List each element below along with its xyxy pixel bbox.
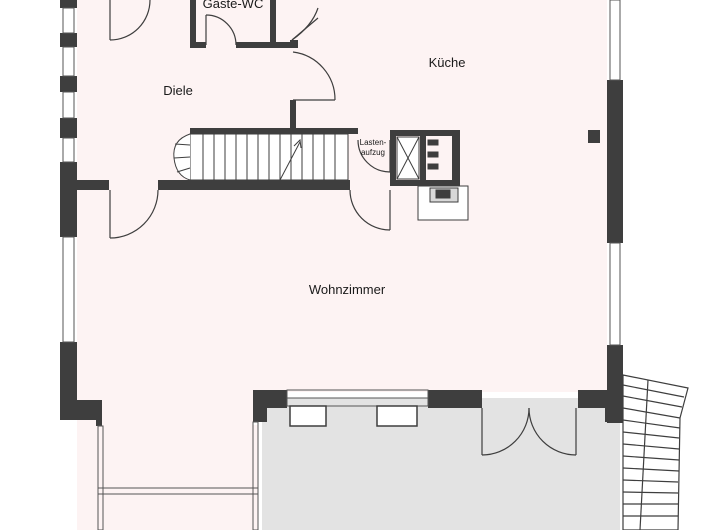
lift-rung bbox=[427, 139, 439, 146]
stair-winder-step bbox=[176, 167, 191, 173]
room-label-hall: Diele bbox=[163, 83, 193, 98]
door-wc-right-arc bbox=[291, 7, 319, 41]
wc-wall-left bbox=[190, 0, 196, 48]
stair-direction-arrow bbox=[293, 138, 302, 149]
kitchen-column bbox=[588, 130, 600, 143]
outside-step bbox=[622, 467, 680, 472]
terrace-wall-left-vert bbox=[253, 390, 267, 422]
lower-left-strip bbox=[98, 425, 258, 530]
outside-step bbox=[622, 407, 681, 419]
radiator-1 bbox=[289, 405, 327, 427]
left-wall-3 bbox=[60, 76, 77, 92]
window-left-4 bbox=[62, 137, 75, 163]
right-wall-1 bbox=[607, 80, 623, 243]
door-stair-right-arc bbox=[349, 189, 391, 231]
outside-step bbox=[622, 479, 679, 483]
window-left-1 bbox=[62, 7, 75, 34]
staircase bbox=[173, 133, 349, 181]
lift-wall-left bbox=[390, 130, 396, 186]
lift-shaft bbox=[396, 136, 439, 180]
door-terrace-left-arc bbox=[481, 407, 530, 456]
lift-label-line-1: Lasten- bbox=[360, 138, 387, 147]
window-lower-horizontal bbox=[97, 487, 259, 495]
outside-step bbox=[622, 419, 681, 429]
room-label-kitchen: Küche bbox=[429, 55, 466, 70]
wc-wall-bottom bbox=[190, 42, 206, 48]
room-label-guest-wc: Gäste-WC bbox=[203, 0, 264, 11]
window-left-3 bbox=[62, 91, 75, 119]
window-left-5 bbox=[62, 236, 75, 343]
window-lower-left-vert bbox=[97, 425, 104, 530]
outside-step bbox=[622, 443, 680, 450]
wc-wall-lower-right bbox=[290, 40, 298, 48]
left-wall-5 bbox=[60, 162, 77, 237]
stair-top-wall bbox=[190, 128, 358, 134]
stair-winder-step bbox=[173, 156, 191, 159]
lift-label-line-2: aufzug bbox=[361, 148, 385, 157]
door-wc-arc bbox=[205, 14, 237, 46]
door-lift-arc bbox=[357, 139, 391, 173]
divider-wall-left bbox=[77, 180, 109, 190]
lift-cross bbox=[396, 136, 420, 180]
fireplace bbox=[417, 185, 469, 221]
window-right-1 bbox=[609, 0, 621, 81]
walls bbox=[60, 0, 623, 426]
door-living-left-arc bbox=[109, 189, 159, 239]
outside-step bbox=[622, 455, 680, 461]
lift-rung bbox=[427, 151, 439, 158]
divider-wall-stairs bbox=[158, 180, 350, 190]
room-label-living: Wohnzimmer bbox=[309, 282, 386, 297]
left-wall-2 bbox=[60, 33, 77, 47]
lift-rung bbox=[427, 163, 439, 170]
floor-fills bbox=[77, 0, 620, 530]
lift-wall-divider bbox=[420, 130, 426, 186]
outside-step bbox=[622, 395, 683, 408]
left-wall-1 bbox=[60, 0, 77, 8]
doors bbox=[109, 0, 577, 456]
door-terrace-right-arc bbox=[528, 407, 577, 456]
window-left-2 bbox=[62, 46, 75, 77]
terrace-wall-mid bbox=[428, 390, 482, 408]
stair-direction-line bbox=[279, 141, 301, 181]
lift-wall-right bbox=[452, 130, 460, 186]
fireplace-core bbox=[435, 189, 451, 199]
wc-wall-right bbox=[270, 0, 276, 48]
outside-step bbox=[622, 491, 679, 494]
outside-step bbox=[622, 384, 685, 398]
outside-stairs-diagonal bbox=[639, 379, 649, 530]
radiators bbox=[289, 405, 418, 427]
door-top-left-arc bbox=[109, 0, 151, 41]
terrace-wall-right-vert bbox=[605, 390, 621, 422]
stair-winder-step bbox=[174, 143, 191, 146]
landing-wall bbox=[290, 100, 296, 134]
window-right-2 bbox=[609, 242, 621, 346]
wc-wall-bottom-right bbox=[236, 42, 298, 48]
left-wall-4 bbox=[60, 118, 77, 138]
window-lower-right-vert bbox=[252, 421, 259, 530]
door-landing-arc bbox=[292, 51, 336, 101]
windows bbox=[62, 0, 621, 530]
radiator-2 bbox=[376, 405, 418, 427]
left-lower-post-top bbox=[96, 420, 102, 426]
main-floor bbox=[77, 0, 607, 392]
outside-step bbox=[622, 431, 680, 439]
outside-stairs bbox=[622, 374, 689, 530]
left-corner-block bbox=[70, 400, 102, 420]
